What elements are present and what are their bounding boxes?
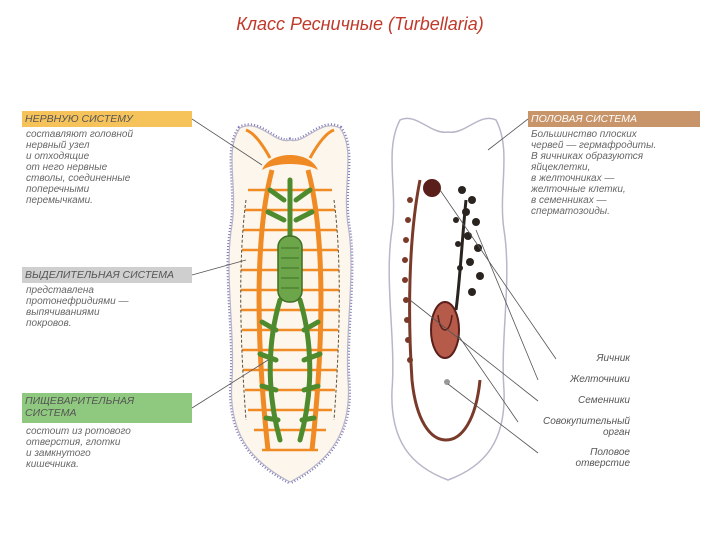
nervous-system-text: составляют головной нервный узел и отход… [26, 129, 134, 206]
page-title: Класс Ресничные (Turbellaria) [236, 14, 484, 34]
right-worm [388, 117, 508, 481]
left-nerve-cord [256, 169, 275, 451]
digestive-system-header: ПИЩЕВАРИТЕЛЬНАЯ СИСТЕМА [22, 393, 192, 423]
genital-pore [444, 379, 450, 385]
label-genital-pore: Половое отверстие [575, 447, 630, 469]
protonephridia [240, 199, 340, 421]
right-nerve-cord [305, 169, 324, 451]
transverse-commissures [241, 188, 339, 452]
nervous-system-header: НЕРВНУЮ СИСТЕМУ [22, 111, 192, 127]
label-ovary: Яичник [596, 353, 630, 364]
cerebral-ganglion [262, 155, 318, 170]
label-vitellaria: Желточники [570, 374, 630, 385]
reproductive-system-header: ПОЛОВАЯ СИСТЕМА [528, 111, 700, 127]
left-worm-body [228, 125, 352, 483]
intestine [257, 177, 323, 443]
excretory-system-header: ВЫДЕЛИТЕЛЬНАЯ СИСТЕМА [22, 267, 192, 283]
left-worm [226, 123, 354, 485]
excretory-system-text: представлена протонефридиями — выпячиван… [26, 285, 129, 329]
label-copulatory-organ: Совокупительный орган [542, 416, 630, 438]
vitellaria [453, 186, 484, 296]
testes [402, 197, 413, 363]
ovary [423, 179, 441, 197]
reproductive-system-text: Большинство плоских червей — гермафродит… [531, 129, 657, 217]
leader-lines [191, 118, 557, 454]
sperm-duct [408, 179, 482, 442]
digestive-system-text: состоит из ротового отверстия, глотки и … [26, 426, 131, 470]
pharynx [277, 235, 303, 303]
label-testes: Семенники [578, 395, 630, 406]
